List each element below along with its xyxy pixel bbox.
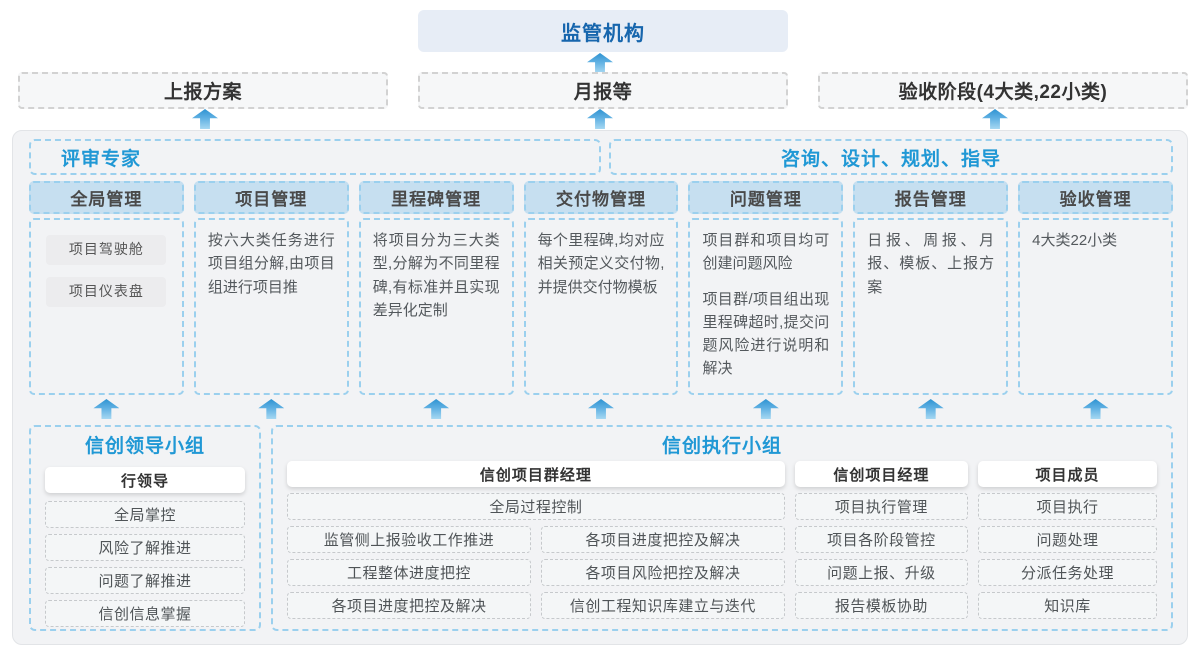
pm-task: 报告模板协助 bbox=[794, 592, 968, 619]
arrow-up-icon bbox=[917, 399, 944, 419]
column-project-management: 项目管理 按六大类任务进行项目组分解,由项目组进行项目推 bbox=[193, 181, 349, 395]
exec-sections: 信创项目群经理 全局过程控制 监管侧上报验收工作推进 各项目进度把控及解决 工程… bbox=[287, 461, 1157, 619]
column-body: 按六大类任务进行项目组分解,由项目组进行项目推 bbox=[193, 218, 349, 395]
column-body: 日报、周报、月报、模板、上报方案 bbox=[853, 218, 1009, 395]
regulator-box: 监管机构 bbox=[418, 10, 788, 52]
arrow-up-icon bbox=[752, 399, 779, 419]
pg-task-full: 全局过程控制 bbox=[287, 493, 785, 520]
arrow-up-icon bbox=[1082, 399, 1109, 419]
column-header: 验收管理 bbox=[1018, 181, 1174, 214]
main-container: 评审专家 咨询、设计、规划、指导 全局管理 项目驾驶舱 项目仪表盘 项目管理 按… bbox=[12, 130, 1188, 645]
advisor-strip-review-experts: 评审专家 bbox=[29, 139, 601, 175]
column-text: 4大类22小类 bbox=[1032, 232, 1118, 249]
arrow-up-icon bbox=[587, 109, 613, 129]
arrow-up-icon bbox=[258, 399, 285, 419]
column-body: 每个里程碑,均对应相关预定义交付物,并提供交付物模板 bbox=[523, 218, 679, 395]
column-text: 项目群和项目均可创建问题风险 bbox=[702, 232, 830, 273]
exec-group: 信创执行小组 信创项目群经理 全局过程控制 监管侧上报验收工作推进 各项目进度把… bbox=[271, 425, 1173, 631]
column-global-management: 全局管理 项目驾驶舱 项目仪表盘 bbox=[29, 181, 184, 395]
column-text: 将项目分为三大类型,分解为不同里程碑,有标准并且实现差异化定制 bbox=[372, 232, 500, 319]
pm-task: 问题上报、升级 bbox=[794, 559, 968, 586]
column-text: 按六大类任务进行项目组分解,由项目组进行项目推 bbox=[207, 232, 335, 296]
pg-task: 工程整体进度把控 bbox=[287, 559, 531, 586]
column-header: 报告管理 bbox=[853, 181, 1009, 214]
column-issue-management: 问题管理 项目群和项目均可创建问题风险 项目群/项目组出现里程碑超时,提交问题风… bbox=[688, 181, 844, 395]
arrow-up-icon bbox=[982, 109, 1008, 129]
pg-task-row: 监管侧上报验收工作推进 各项目进度把控及解决 bbox=[287, 526, 785, 553]
arrow-up-icon bbox=[192, 109, 218, 129]
column-header: 交付物管理 bbox=[523, 181, 679, 214]
advisor-left-label: 评审专家 bbox=[61, 148, 142, 170]
pm-task: 项目执行管理 bbox=[794, 493, 968, 520]
pg-task-row: 工程整体进度把控 各项目风险把控及解决 bbox=[287, 559, 785, 586]
leader-task: 风险了解推进 bbox=[45, 534, 245, 561]
member-task: 知识库 bbox=[977, 592, 1157, 619]
program-manager-section: 信创项目群经理 全局过程控制 监管侧上报验收工作推进 各项目进度把控及解决 工程… bbox=[287, 461, 785, 619]
leader-group-title: 信创领导小组 bbox=[84, 436, 205, 457]
column-text: 日报、周报、月报、模板、上报方案 bbox=[867, 232, 995, 296]
channel-report-plan: 上报方案 bbox=[18, 72, 388, 109]
member-task: 项目执行 bbox=[977, 493, 1157, 520]
role-project-manager: 信创项目经理 bbox=[794, 461, 968, 487]
column-arrows bbox=[29, 399, 1173, 419]
column-body: 项目群和项目均可创建问题风险 项目群/项目组出现里程碑超时,提交问题风险进行说明… bbox=[688, 218, 844, 395]
column-body: 项目驾驶舱 项目仪表盘 bbox=[29, 218, 184, 395]
pg-task: 监管侧上报验收工作推进 bbox=[287, 526, 531, 553]
role-program-manager: 信创项目群经理 bbox=[287, 461, 785, 487]
channel-acceptance-stage: 验收阶段(4大类,22小类) bbox=[818, 72, 1188, 109]
arrow-up-icon bbox=[588, 399, 614, 419]
pg-task-row: 各项目进度把控及解决 信创工程知识库建立与迭代 bbox=[287, 592, 785, 619]
advisor-strip-consulting: 咨询、设计、规划、指导 bbox=[609, 139, 1173, 175]
arrow-up-icon bbox=[93, 399, 120, 419]
advisor-right-label: 咨询、设计、规划、指导 bbox=[780, 148, 1001, 170]
channel-monthly-report: 月报等 bbox=[418, 72, 788, 109]
column-text: 每个里程碑,均对应相关预定义交付物,并提供交付物模板 bbox=[537, 232, 665, 296]
tag-project-dashboard: 项目仪表盘 bbox=[46, 277, 167, 307]
leader-group: 信创领导小组 行领导 全局掌控 风险了解推进 问题了解推进 信创信息掌握 bbox=[29, 425, 261, 631]
column-header: 项目管理 bbox=[193, 181, 349, 214]
arrow-up-icon bbox=[587, 53, 613, 73]
tag-project-cockpit: 项目驾驶舱 bbox=[46, 235, 167, 265]
column-header: 里程碑管理 bbox=[358, 181, 514, 214]
column-report-management: 报告管理 日报、周报、月报、模板、上报方案 bbox=[853, 181, 1009, 395]
pg-task: 各项目进度把控及解决 bbox=[540, 526, 785, 553]
pg-task: 信创工程知识库建立与迭代 bbox=[540, 592, 785, 619]
column-body: 将项目分为三大类型,分解为不同里程碑,有标准并且实现差异化定制 bbox=[358, 218, 514, 395]
member-task: 分派任务处理 bbox=[977, 559, 1157, 586]
leader-task: 信创信息掌握 bbox=[45, 600, 245, 627]
management-columns: 全局管理 项目驾驶舱 项目仪表盘 项目管理 按六大类任务进行项目组分解,由项目组… bbox=[29, 181, 1174, 395]
column-acceptance-management: 验收管理 4大类22小类 bbox=[1018, 181, 1174, 395]
project-manager-section: 信创项目经理 项目执行管理 项目各阶段管控 问题上报、升级 报告模板协助 bbox=[794, 461, 968, 619]
leader-task: 全局掌控 bbox=[45, 501, 245, 528]
pg-task: 各项目风险把控及解决 bbox=[540, 559, 785, 586]
arrow-up-icon bbox=[423, 399, 450, 419]
pg-task: 各项目进度把控及解决 bbox=[287, 592, 531, 619]
leader-task: 问题了解推进 bbox=[45, 567, 245, 594]
pm-task: 项目各阶段管控 bbox=[794, 526, 968, 553]
member-task: 问题处理 bbox=[977, 526, 1157, 553]
role-project-member: 项目成员 bbox=[977, 461, 1157, 487]
column-body: 4大类22小类 bbox=[1018, 218, 1174, 395]
column-header: 全局管理 bbox=[29, 181, 184, 214]
role-bank-leadership: 行领导 bbox=[45, 467, 245, 493]
exec-group-title: 信创执行小组 bbox=[661, 436, 782, 457]
column-milestone-management: 里程碑管理 将项目分为三大类型,分解为不同里程碑,有标准并且实现差异化定制 bbox=[358, 181, 514, 395]
column-header: 问题管理 bbox=[688, 181, 844, 214]
role-groups: 信创领导小组 行领导 全局掌控 风险了解推进 问题了解推进 信创信息掌握 信创执… bbox=[29, 425, 1173, 631]
column-deliverable-management: 交付物管理 每个里程碑,均对应相关预定义交付物,并提供交付物模板 bbox=[523, 181, 679, 395]
column-text: 项目群/项目组出现里程碑超时,提交问题风险进行说明和解决 bbox=[702, 290, 830, 378]
member-section: 项目成员 项目执行 问题处理 分派任务处理 知识库 bbox=[977, 461, 1157, 619]
